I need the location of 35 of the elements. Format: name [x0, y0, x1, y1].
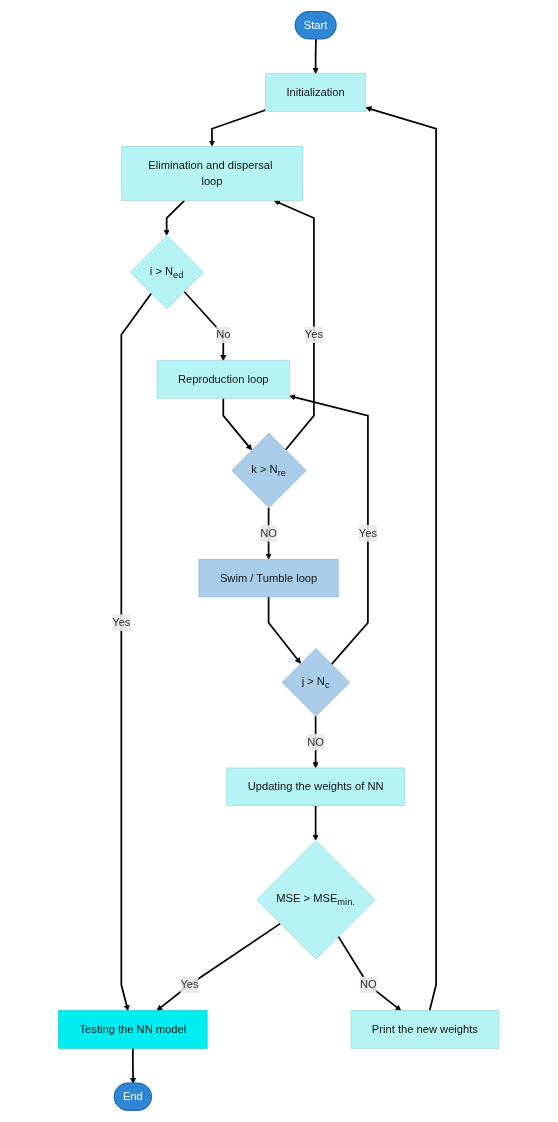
- arrow: [120, 292, 153, 1011]
- arrow: [289, 394, 370, 666]
- node-diamond: k > N$_{re}$: [231, 432, 307, 508]
- edge-label: No: [216, 328, 231, 341]
- arrow: [337, 935, 402, 1011]
- arrow: [312, 715, 319, 769]
- node-box: Testing the NN model: [58, 1010, 208, 1049]
- edge-label: NO: [260, 527, 278, 540]
- arrow: [130, 1047, 137, 1084]
- arrow: [365, 106, 438, 1012]
- node-box: Swim / Tumble loop: [198, 558, 339, 598]
- edge-label: Yes: [305, 328, 324, 341]
- edge-label: Yes: [112, 616, 131, 629]
- edge-label: Yes: [359, 527, 378, 540]
- arrow: [265, 506, 272, 560]
- arrow: [268, 596, 302, 664]
- node-box: Elimination and dispersal loop: [121, 145, 304, 201]
- arrow: [222, 397, 253, 451]
- node-box: Initialization: [265, 73, 367, 112]
- node-box: Reproduction loop: [157, 360, 291, 399]
- node-diamond: MSE > MSE$_{min.}$: [256, 840, 376, 960]
- node-box: Updating the weights of NN: [226, 767, 406, 806]
- arrow: [312, 804, 319, 841]
- node-box: Print the new weights: [350, 1010, 500, 1049]
- edge-label: NO: [307, 735, 325, 748]
- arrow: [156, 922, 282, 1011]
- arrow: [163, 199, 186, 236]
- node-diamond: j > N$_{c}$: [281, 648, 351, 717]
- arrow: [209, 109, 267, 147]
- edge-label: NO: [360, 978, 377, 991]
- edge-label: Yes: [180, 978, 199, 991]
- arrow: [312, 38, 319, 74]
- arrow: [274, 200, 316, 451]
- node-diamond: i > N$_{ed}$: [130, 235, 205, 310]
- arrow: [183, 290, 227, 361]
